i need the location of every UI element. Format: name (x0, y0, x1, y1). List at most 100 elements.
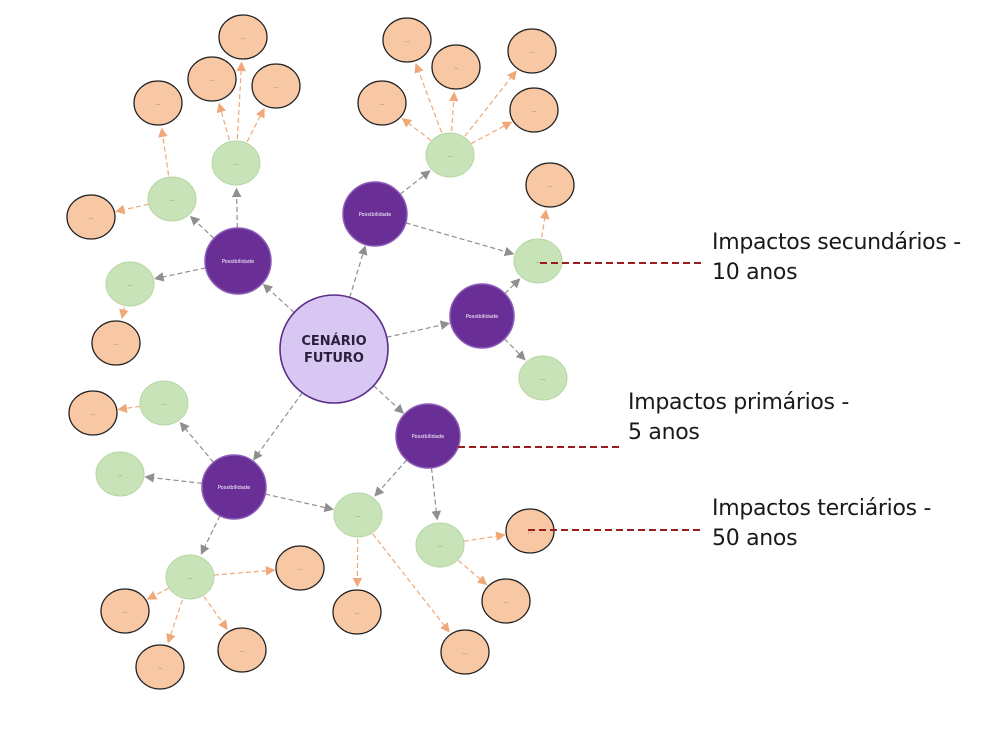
connector-center-to-primary-1 (262, 283, 295, 313)
connector-primary-to-secondary-7 (179, 421, 214, 463)
secondary-impact-node: ... (139, 380, 189, 426)
legend-terciarios-line1: Impactos terciários - (712, 496, 932, 521)
tertiary-node-label: ... (241, 35, 246, 41)
tertiary-impact-node: ... (217, 627, 267, 673)
tertiary-node-label: ... (548, 183, 553, 189)
connector-primary-to-secondary-11 (430, 467, 442, 521)
primary-node-label: Possibilidade (222, 259, 254, 265)
connector-secondary-to-tertiary-4 (158, 127, 170, 176)
legend-secundarios-line1: Impactos secundários - (712, 230, 961, 255)
legend-terciarios-line2: 50 anos (712, 526, 798, 551)
tertiary-node-label: ... (298, 566, 303, 572)
connector-secondary-to-tertiary-9 (464, 70, 517, 137)
tertiary-node-label: ... (156, 101, 161, 107)
tertiary-impact-node: ... (507, 28, 557, 74)
secondary-node-label: ... (448, 153, 453, 159)
connector-primary-to-secondary-extra-1 (265, 493, 335, 513)
secondary-impact-node: ... (211, 140, 261, 186)
tertiary-impact-node: ... (431, 44, 481, 90)
connector-secondary-to-tertiary-20 (463, 531, 506, 542)
secondary-impact-node: ... (518, 355, 568, 401)
tertiary-node-label: ... (405, 38, 410, 44)
connector-primary-to-secondary-extra-2 (504, 278, 521, 295)
primary-possibility-node: Possibilidade (204, 227, 272, 295)
connector-secondary-to-tertiary-6 (119, 307, 129, 320)
center-future-scenario-node: CENÁRIO FUTURO (279, 294, 389, 404)
tertiary-impact-node: ... (481, 578, 531, 624)
tertiary-impact-node: ... (440, 629, 490, 675)
tertiary-impact-node: ... (251, 63, 301, 109)
tertiary-impact-node: ... (100, 588, 150, 634)
legend-impactos-secundarios: Impactos secundários - 10 anos (712, 228, 961, 288)
connector-secondary-to-tertiary-8 (448, 91, 459, 132)
primary-node-label: Possibilidade (412, 434, 444, 440)
legend-secundarios-line2: 10 anos (712, 260, 798, 285)
tertiary-impact-node: ... (68, 390, 118, 436)
legend-primarios-line2: 5 anos (628, 420, 700, 445)
connector-center-to-primary-2 (349, 245, 368, 298)
tertiary-impact-node: ... (275, 545, 325, 591)
secondary-impact-node: ... (415, 522, 465, 568)
secondary-node-label: ... (162, 401, 167, 407)
connector-primary-to-secondary-2 (189, 215, 215, 239)
tertiary-node-label: ... (89, 215, 94, 221)
secondary-impact-node: ... (425, 132, 475, 178)
connector-secondary-to-tertiary-17 (213, 566, 276, 576)
connector-secondary-to-tertiary-2 (216, 102, 230, 141)
tertiary-node-label: ... (532, 108, 537, 114)
tertiary-impact-node: ... (187, 56, 237, 102)
connector-secondary-to-tertiary-10 (401, 117, 432, 141)
tertiary-impact-node: ... (218, 14, 268, 60)
connector-primary-to-secondary-3 (154, 267, 206, 282)
primary-possibility-node: Possibilidade (201, 454, 267, 520)
connector-primary-to-secondary-6 (504, 338, 526, 361)
connector-secondary-to-tertiary-3 (246, 107, 265, 142)
tertiary-node-label: ... (158, 665, 163, 671)
connector-secondary-to-tertiary-7 (414, 63, 443, 133)
secondary-impact-node: ... (513, 238, 563, 284)
connector-secondary-to-tertiary-19 (372, 533, 450, 633)
legend-primarios-line1: Impactos primários - (628, 390, 850, 415)
primary-node-label: Possibilidade (218, 485, 250, 491)
secondary-impact-node: ... (147, 176, 197, 222)
tertiary-node-label: ... (355, 610, 360, 616)
connector-center-to-primary-4 (373, 385, 405, 414)
secondary-node-label: ... (170, 197, 175, 203)
legend-impactos-primarios: Impactos primários - 5 anos (628, 388, 849, 448)
center-node-label-line-2: FUTURO (304, 351, 364, 366)
secondary-impact-node: ... (105, 261, 155, 307)
tertiary-impact-node: ... (66, 194, 116, 240)
connector-center-to-primary-5 (253, 392, 303, 461)
connector-primary-to-secondary-5 (405, 222, 515, 257)
tertiary-node-label: ... (91, 411, 96, 417)
connector-secondary-to-tertiary-14 (146, 587, 170, 600)
tertiary-node-label: ... (454, 65, 459, 71)
secondary-node-label: ... (118, 472, 123, 478)
connector-secondary-to-tertiary-12 (539, 209, 550, 238)
tertiary-impact-node: ... (525, 162, 575, 208)
connector-secondary-to-tertiary-13 (117, 403, 141, 413)
secondary-impact-node: ... (95, 451, 145, 497)
secondary-impact-node: ... (333, 492, 383, 538)
connector-primary-to-secondary-1 (231, 187, 242, 229)
tertiary-impact-node: ... (135, 644, 185, 690)
connector-primary-to-secondary-8 (144, 473, 203, 484)
tertiary-node-label: ... (274, 84, 279, 90)
tertiary-node-label: ... (504, 599, 509, 605)
connector-secondary-to-tertiary-21 (457, 560, 488, 586)
secondary-node-label: ... (234, 161, 239, 167)
primary-possibility-node: Possibilidade (342, 181, 408, 247)
secondary-node-label: ... (128, 282, 133, 288)
secondary-node-label: ... (356, 513, 361, 519)
tertiary-node-label: ... (463, 650, 468, 656)
secondary-impact-node: ... (165, 554, 215, 600)
primary-possibility-node: Possibilidade (395, 403, 461, 469)
tertiary-impact-node: ... (332, 589, 382, 635)
tertiary-impact-node: ... (91, 320, 141, 366)
connector-secondary-to-tertiary-5 (115, 203, 149, 215)
connector-primary-to-secondary-4 (399, 170, 431, 195)
center-node-label-line-1: CENÁRIO (301, 333, 366, 349)
primary-possibility-node: Possibilidade (449, 283, 515, 349)
connector-secondary-to-tertiary-1 (236, 61, 246, 140)
